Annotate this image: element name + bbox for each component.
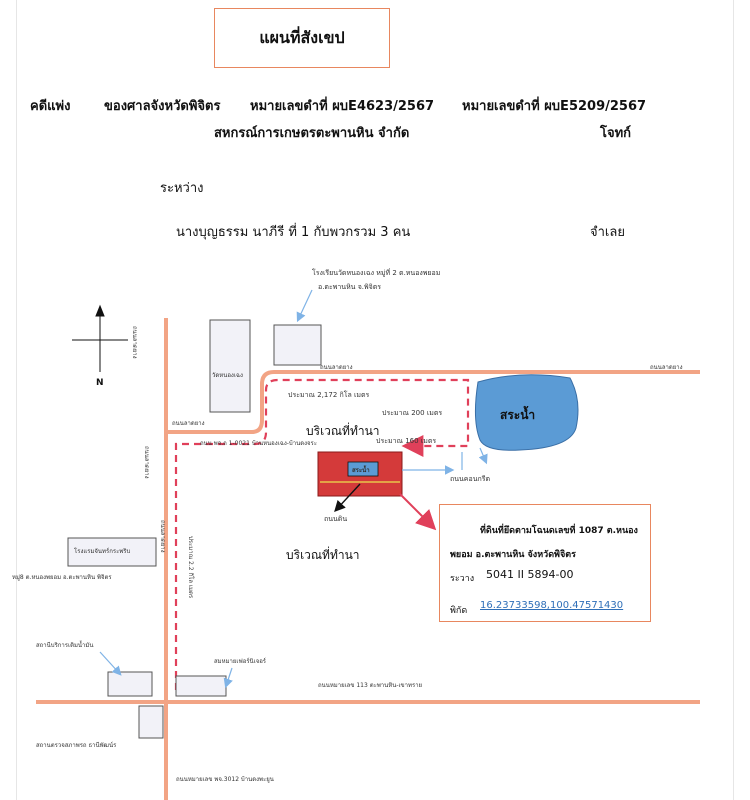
village-label: หมู่8 ต.หนองพยอม อ.ตะพานหิน พิจิตร: [12, 574, 112, 581]
gas-station-building: [107, 671, 153, 697]
info-coord-label: ระวาง: [450, 574, 475, 584]
distance-22km-label: ประมาณ 2.2 กิโล เมตร: [187, 536, 194, 599]
north-label: N: [96, 378, 104, 388]
farmland-upper-label: บริเวณที่ทำนา: [306, 424, 380, 438]
gas-station-label: สถานีบริการเติมน้ำมัน: [36, 642, 94, 649]
school-label: โรงเรียนวัดหนองเฉง หมู่ที่ 2 ต.หนองพยอม: [312, 269, 441, 277]
school-building: [273, 324, 322, 366]
case-type: คดีแพ่ง: [30, 99, 71, 114]
pond-arrow: [478, 447, 488, 465]
pond-large: [474, 374, 579, 451]
defendant-role: จำเลย: [590, 225, 625, 240]
store-building: [175, 675, 227, 697]
north-arrow: [72, 304, 128, 372]
black-case-number: หมายเลขดำที่ ผบE4623/2567: [250, 99, 435, 114]
defendant-name: นางบุญธรรม นาภีรี ที่ 1 กับพวกรวม 3 คน: [176, 225, 411, 240]
distance-2172-label: ประมาณ 2,172 กิโล เมตร: [288, 391, 370, 399]
road-vertical-3-label: ถนนลาดยาง: [159, 520, 166, 553]
temple-building: [209, 319, 251, 413]
store-label: สมหมายเฟอร์นิเจอร์: [214, 658, 267, 665]
pond-label: สระน้ำ: [500, 408, 536, 422]
info-deed-line1: ที่ดินที่ยึดตามโฉนดเลขที่ 1087 ต.หนอง: [480, 526, 638, 536]
soil-road-arrow: [334, 483, 361, 513]
school-arrow: [296, 289, 313, 323]
road-top-right-label: ถนนลาดยาง: [650, 364, 683, 371]
distance-200-label: ประมาณ 200 เมตร: [382, 409, 443, 417]
info-gps-label: พิกัด: [450, 606, 468, 616]
road-top: [166, 370, 700, 434]
factory-building: [67, 537, 157, 567]
factory-label: โรงแรมจันทร์กระพริบ: [74, 548, 131, 555]
concrete-road-label: ถนนคอนกรีต: [450, 475, 491, 483]
temple-label: วัดหนองเฉง: [212, 372, 243, 379]
farmland-lower-label: บริเวณที่ทำนา: [286, 548, 360, 562]
small-pond: [347, 461, 379, 477]
road-vertical-2-label: ถนนลาดยาง: [143, 446, 150, 479]
road-left-mid-label: ถนนลาดยาง: [172, 420, 205, 427]
info-gps-link[interactable]: 16.23733598,100.47571430: [480, 600, 624, 611]
page-edge-right: [733, 0, 734, 800]
plaintiff-name: สหกรณ์การเกษตรตะพานหิน จำกัด: [214, 126, 410, 141]
between-label: ระหว่าง: [160, 181, 204, 196]
road-3012-label: ถนนหมายเลข พจ.3012 บ้านดงพะยูน: [176, 776, 274, 783]
inspection-building: [138, 705, 164, 739]
info-coord-value: 5041 II 5894-00: [486, 568, 574, 581]
distance-160-label: ประมาณ 160 เมตร: [376, 437, 437, 445]
road-code-label: ถนน พจ.ถ 1-0021 บ้านหนองเฉง-บ้านดงจระ: [200, 440, 317, 447]
roads: [36, 318, 700, 800]
map-title: แผนที่สังเขป: [214, 8, 390, 68]
school-district-label: อ.ตะพานหิน จ.พิจิตร: [318, 283, 382, 291]
soil-road-label: ถนนดิน: [324, 515, 348, 523]
highway-113-label: ถนนหมายเลข 113 ตะพานหิน-เขาทราย: [318, 682, 423, 689]
store-arrow: [223, 667, 233, 689]
gas-arrow: [99, 651, 122, 676]
small-pond-label: สระน้ำ: [352, 467, 370, 474]
court-name: ของศาลจังหวัดพิจิตร: [104, 99, 221, 114]
inspection-label: สถานตรวจสภาพรถ ธานีพัฒน์ร: [36, 742, 117, 749]
road-top-label: ถนนลาดยาง: [320, 364, 353, 371]
land-info-box: ที่ดินที่ยึดตามโฉนดเลขที่ 1087 ต.หนอง พย…: [439, 504, 651, 622]
route-dashed: [174, 378, 470, 690]
plaintiff-role: โจทก์: [600, 126, 632, 141]
road-left-vertical-label: ถนนลาดยาง: [131, 326, 138, 359]
page-edge-left: [16, 0, 17, 800]
red-case-number: หมายเลขดำที่ ผบE5209/2567: [462, 99, 647, 114]
plot-to-info-arrow: [399, 493, 437, 531]
info-deed-line2: พยอม อ.ตะพานหิน จังหวัดพิจิตร: [450, 550, 576, 560]
